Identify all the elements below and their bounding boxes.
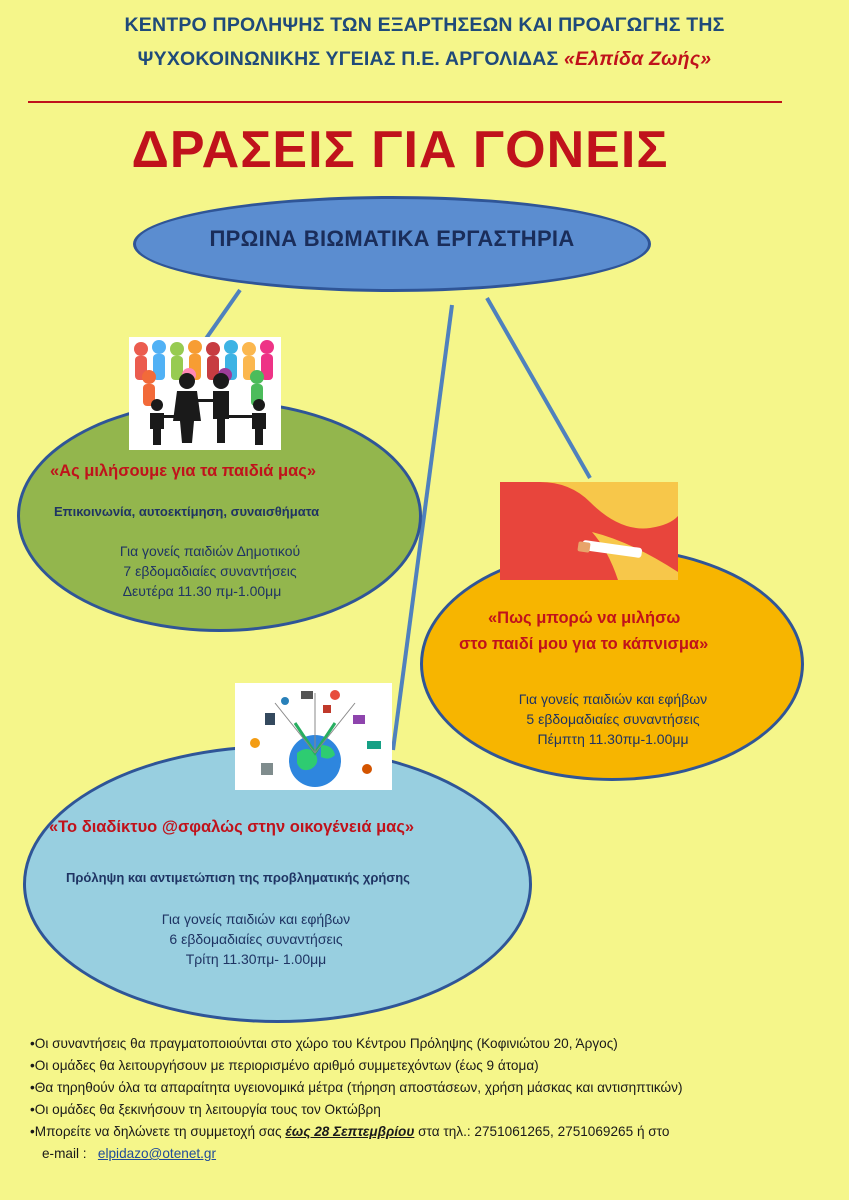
note-group-size: •Οι ομάδες θα λειτουργήσουν με περιορισμ…: [30, 1058, 539, 1073]
workshop-schedule: Πέμπτη 11.30πμ-1.00μμ: [537, 731, 689, 747]
globe-network-icon: [250, 690, 381, 787]
family-crowd-image: [129, 337, 281, 450]
email-label: e-mail :: [42, 1146, 87, 1161]
cigarette-hand-icon: [500, 482, 678, 580]
workshop-sessions: 7 εβδομαδιαίες συναντήσεις: [123, 563, 297, 579]
internet-globe-image: [235, 683, 392, 790]
registration-deadline: έως 28 Σεπτεμβρίου: [285, 1124, 415, 1139]
workshop-schedule: Τρίτη 11.30πμ- 1.00μμ: [185, 951, 327, 967]
note-health-measures: •Θα τηρηθούν όλα τα απαραίτητα υγειονομι…: [30, 1080, 683, 1095]
connector-line-green: [203, 288, 242, 342]
note-location: •Οι συναντήσεις θα πραγματοποιούνται στο…: [30, 1036, 618, 1051]
organization-name-line2: ΨΥΧΟΚΟΙΝΩΝΙΚΗΣ ΥΓΕΙΑΣ Π.Ε. ΑΡΓΟΛΙΔΑΣ «Ελ…: [0, 48, 849, 71]
workshop-subtitle-internet-safety: Πρόληψη και αντιμετώπιση της προβληματικ…: [66, 870, 410, 885]
cigarette-image: [500, 482, 678, 580]
note-email: e-mail : elpidazo@otenet.gr: [42, 1146, 216, 1161]
workshop-schedule: Δευτέρα 11.30 πμ-1.00μμ: [122, 583, 282, 599]
workshop-audience: Για γονείς παιδιών και εφήβων: [518, 691, 708, 707]
workshop-title-talk-about-children: «Ας μιλήσουμε για τα παιδιά μας»: [50, 462, 317, 480]
workshop-title-internet-safety: «Το διαδίκτυο @σφαλώς στην οικογένειά μα…: [49, 818, 415, 836]
workshop-title-smoking-line1: «Πως μπορώ να μιλήσω: [488, 609, 681, 627]
workshops-hub-ellipse: [133, 196, 651, 292]
organization-name-line1: ΚΕΝΤΡΟ ΠΡΟΛΗΨΗΣ ΤΩΝ ΕΞΑΡΤΗΣΕΩΝ ΚΑΙ ΠΡΟΑΓ…: [124, 14, 725, 36]
organization-motto: «Ελπίδα Ζωής»: [564, 48, 712, 70]
workshops-hub-label: ΠΡΩΙΝΑ ΒΙΩΜΑΤΙΚΑ ΕΡΓΑΣΤΗΡΙΑ: [209, 226, 575, 251]
registration-text: •Μπορείτε να δηλώνετε τη συμμετοχή σας: [30, 1124, 286, 1139]
note-registration: •Μπορείτε να δηλώνετε τη συμμετοχή σας έ…: [30, 1124, 669, 1139]
workshop-sessions: 6 εβδομαδιαίες συναντήσεις: [169, 931, 343, 947]
workshop-audience: Για γονείς παιδιών και εφήβων: [161, 911, 351, 927]
workshop-bubble-internet-safety: [23, 745, 532, 1023]
note-start-date: •Οι ομάδες θα ξεκινήσουν τη λειτουργία τ…: [30, 1102, 381, 1117]
workshop-subtitle-talk-about-children: Επικοινωνία, αυτοεκτίμηση, συναισθήματα: [54, 504, 320, 519]
header-divider: [28, 101, 782, 103]
registration-phones: στα τηλ.: 2751061265, 2751069265 ή στο: [414, 1124, 670, 1139]
main-title: ΔΡΑΣΕΙΣ ΓΙΑ ΓΟΝΕΙΣ: [131, 121, 669, 179]
workshop-details-talk-about-children: Για γονείς παιδιών Δημοτικού 7 εβδομαδια…: [60, 541, 360, 601]
workshop-sessions: 5 εβδομαδιαίες συναντήσεις: [526, 711, 700, 727]
organization-name-main: ΨΥΧΟΚΟΙΝΩΝΙΚΗΣ ΥΓΕΙΑΣ Π.Ε. ΑΡΓΟΛΙΔΑΣ: [137, 48, 565, 70]
connector-line-blue: [391, 304, 454, 751]
workshop-title-smoking-line2: στο παιδί μου για το κάπνισμα»: [459, 635, 709, 653]
connector-line-orange: [485, 297, 592, 479]
email-link[interactable]: elpidazo@otenet.gr: [97, 1146, 217, 1161]
family-crowd-icon: [134, 340, 274, 445]
workshop-bubble-smoking: [420, 547, 804, 781]
workshop-details-smoking: Για γονείς παιδιών και εφήβων 5 εβδομαδι…: [470, 689, 756, 749]
workshop-details-internet-safety: Για γονείς παιδιών και εφήβων 6 εβδομαδι…: [106, 909, 406, 969]
workshop-audience: Για γονείς παιδιών Δημοτικού: [119, 543, 301, 559]
